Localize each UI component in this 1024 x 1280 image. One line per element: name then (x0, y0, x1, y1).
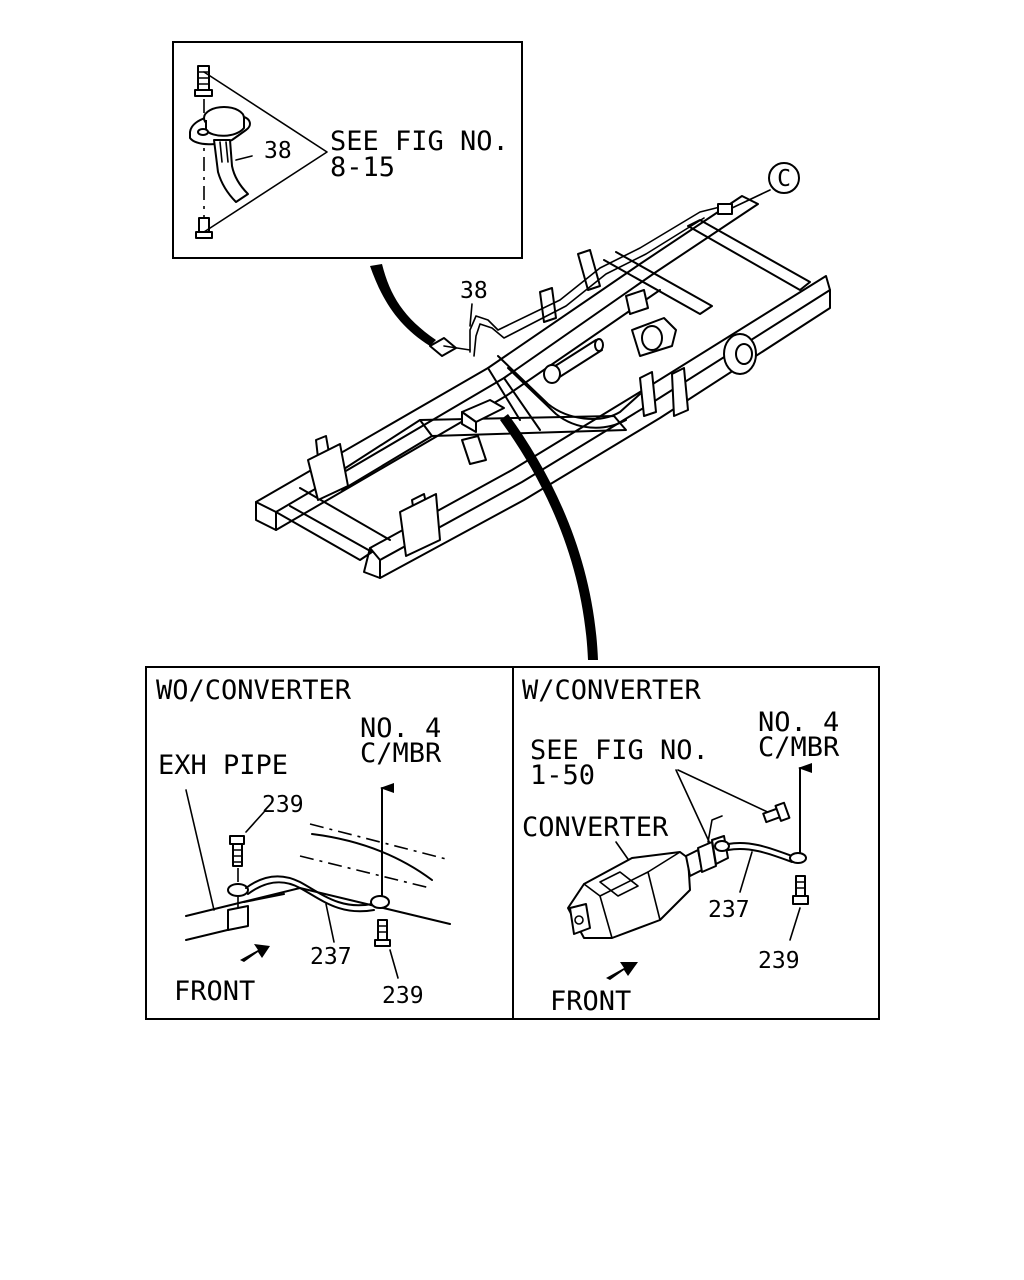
sensor-bolt-top-icon (194, 65, 213, 97)
bolt-239-top-icon (229, 835, 245, 867)
panel-wo-loc-line2: C/MBR (360, 738, 442, 769)
front-arrow-icon-w (606, 962, 638, 980)
bolt-239-bottom-label: 239 (382, 983, 424, 1009)
panel-wo-converter: WO/CONVERTER NO. 4 C/MBR EXH PIPE 239 (156, 675, 451, 1009)
bolt-239-w-label: 239 (758, 948, 800, 974)
top-inset: 38 SEE FIG NO. 8-15 (172, 41, 523, 259)
bolt-239-w-icon (792, 875, 809, 905)
bolt-239-top-label: 239 (262, 792, 304, 818)
front-label-w: FRONT (550, 986, 631, 1017)
see-fig-1-50-line2: 1-50 (530, 760, 595, 791)
bolt-upper-w-icon (762, 801, 791, 824)
front-label-wo: FRONT (174, 976, 255, 1007)
exh-pipe-label: EXH PIPE (158, 750, 288, 781)
strap-237-label: 237 (310, 944, 352, 970)
panel-w-converter: W/CONVERTER NO. 4 C/MBR SEE FIG NO. 1-50… (522, 675, 840, 1017)
converter-label: CONVERTER (522, 812, 669, 843)
see-fig-ref-line1: SEE FIG NO. (330, 126, 509, 157)
chassis-frame (255, 189, 831, 579)
strap-237-w-label: 237 (708, 897, 750, 923)
panel-leader-curve (500, 414, 598, 660)
panel-wo-loc-line1: NO. 4 (360, 713, 441, 744)
panel-w-title: W/CONVERTER (522, 675, 702, 706)
front-arrow-icon-wo (240, 944, 270, 962)
connector-c-label: C (777, 166, 791, 192)
panel-w-loc-line2: C/MBR (758, 732, 840, 763)
connector-c-tag: C (768, 162, 800, 194)
callout-38-inset: 38 (264, 138, 292, 164)
see-fig-ref-line2: 8-15 (330, 152, 395, 183)
top-inset-frame (172, 41, 523, 259)
see-fig-1-50-line1: SEE FIG NO. (530, 735, 709, 766)
ground-strap-237-icon (227, 875, 390, 913)
callout-38-frame: 38 (460, 278, 488, 304)
ground-strap-237-w-icon (714, 840, 807, 864)
oxygen-sensor-icon (189, 106, 251, 203)
bolt-239-bottom-icon (374, 919, 391, 947)
panel-wo-title: WO/CONVERTER (156, 675, 352, 706)
catalytic-converter-icon (567, 815, 729, 939)
panel-w-loc-line1: NO. 4 (758, 707, 839, 738)
inset-leader-curve (370, 264, 436, 346)
